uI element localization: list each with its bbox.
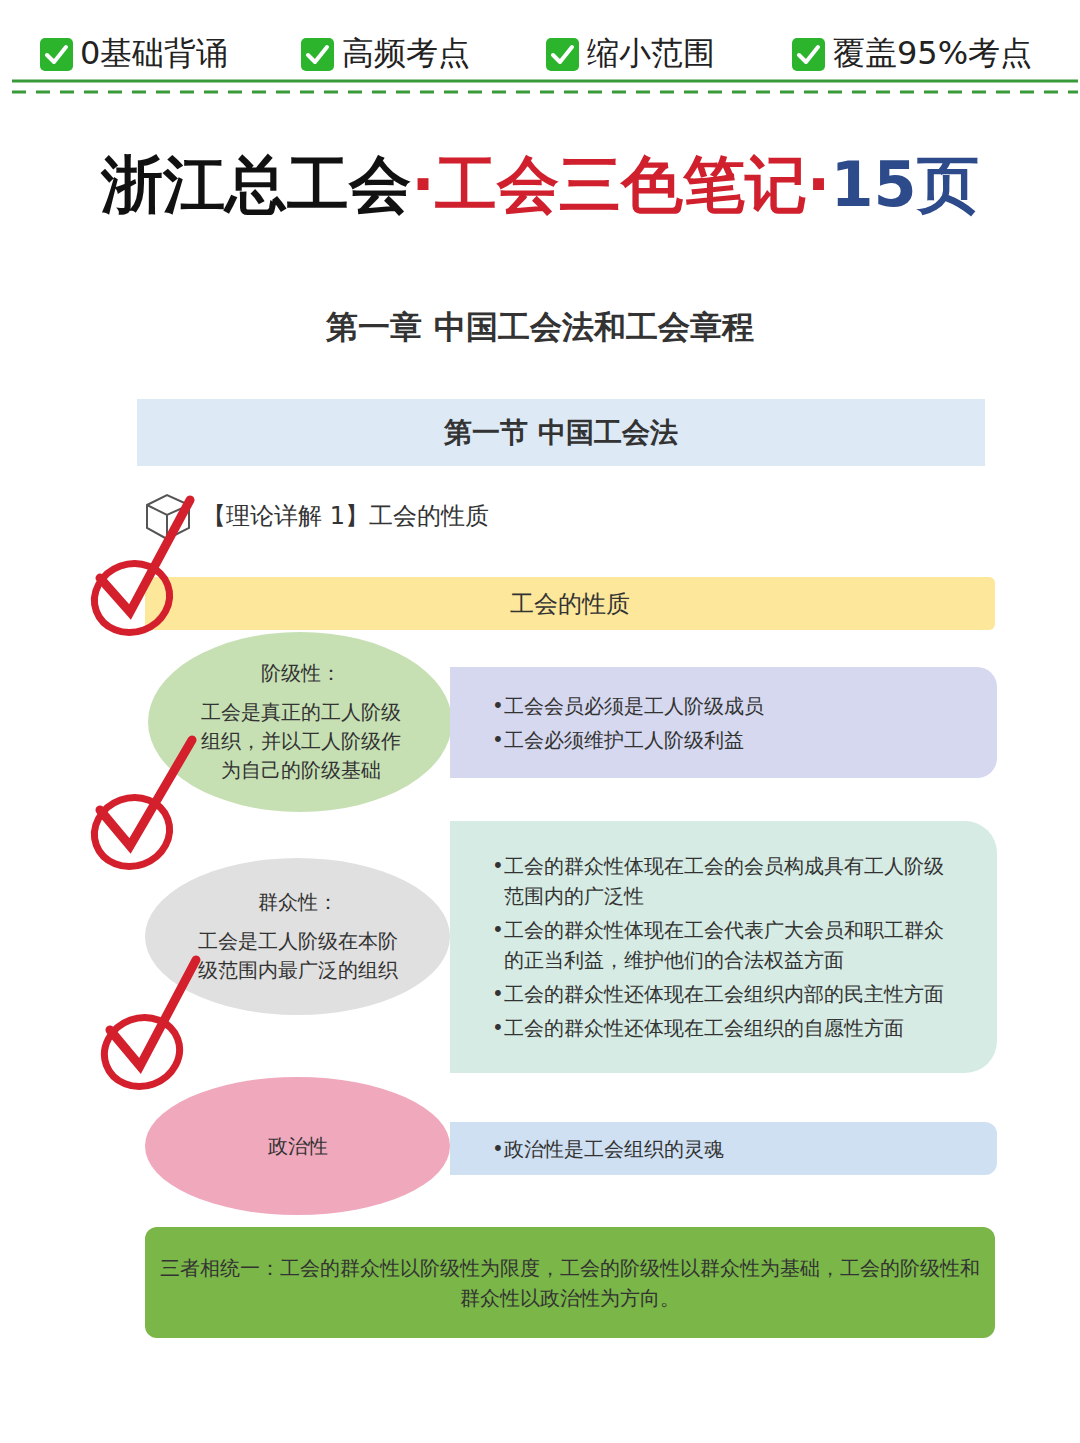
text-holder: •工会会员必须是工人阶级成员 •工会必须维护工人阶级利益 — [450, 667, 997, 778]
node-text: •工会的群众性体现在工会代表广大会员和职工群众的正当利益，维护他们的合法权益方面 — [492, 915, 947, 975]
node-heading: 群众性： — [194, 888, 401, 917]
node-text: •工会会员必须是工人阶级成员 — [492, 691, 955, 721]
title-row: 浙江总工会·工会三色笔记·15页 — [0, 148, 1080, 222]
text-holder: •工会的群众性体现在工会的会员构成具有工人阶级范围内的广泛性•工会的群众性体现在… — [450, 821, 997, 1073]
heading-text: 第一章 中国工会法和工会章程 — [0, 308, 1080, 346]
title-part: 浙江总工会 — [101, 148, 411, 222]
node-heading: 阶级性： — [197, 659, 404, 688]
category-ellipse: 政治性 — [145, 1077, 450, 1215]
text-holder: 政治性 — [194, 1077, 401, 1215]
node-text: 第一节 中国工会法 — [157, 412, 965, 454]
text-holder: •政治性是工会组织的灵魂 — [450, 1122, 997, 1175]
detail-box: •工会会员必须是工人阶级成员 •工会必须维护工人阶级利益 — [450, 667, 997, 778]
node-text: •政治性是工会组织的灵魂 — [492, 1134, 955, 1164]
summary-band: 三者相统一：工会的群众性以阶级性为限度，工会的阶级性以群众性为基础，工会的阶级性… — [145, 1227, 995, 1338]
node-text: 三者相统一：工会的群众性以阶级性为限度，工会的阶级性以群众性为基础，工会的阶级性… — [159, 1253, 981, 1313]
node-text: •工会的群众性体现在工会的会员构成具有工人阶级范围内的广泛性 — [492, 851, 947, 911]
text-holder: 三者相统一：工会的群众性以阶级性为限度，工会的阶级性以群众性为基础，工会的阶级性… — [145, 1227, 995, 1338]
detail-box: •工会的群众性体现在工会的会员构成具有工人阶级范围内的广泛性•工会的群众性体现在… — [450, 821, 997, 1073]
node-text: •工会必须维护工人阶级利益 — [492, 725, 955, 755]
title-part: 15页 — [830, 148, 978, 222]
category-ellipse: 阶级性： 工会是真正的工人阶级组织，并以工人阶级作为自己的阶级基础 — [148, 632, 452, 812]
badge-text: 高频考点 — [342, 34, 470, 72]
node-text: •工会的群众性还体现在工会组织内部的民主性方面 — [492, 979, 947, 1009]
badge-text: 0基础背诵 — [80, 34, 228, 72]
badge-text: 缩小范围 — [587, 34, 715, 72]
text-holder: 阶级性： 工会是真正的工人阶级组织，并以工人阶级作为自己的阶级基础 — [197, 632, 404, 812]
text-holder: 第一节 中国工会法 — [137, 399, 985, 466]
dashed-rule — [12, 91, 1078, 94]
text-holder: 工会的性质 — [145, 577, 995, 630]
cube-icon — [147, 495, 189, 539]
rule-line — [12, 80, 1078, 83]
title-part: ·工会三色笔记· — [411, 148, 830, 222]
topic-band: 工会的性质 — [145, 577, 995, 630]
node-text: 政治性 — [194, 1132, 401, 1161]
node-text: 工会是工人阶级在本阶级范围内最广泛的组织 — [194, 927, 401, 985]
text-holder: 群众性： 工会是工人阶级在本阶级范围内最广泛的组织 — [194, 858, 401, 1015]
node-text: 工会是真正的工人阶级组织，并以工人阶级作为自己的阶级基础 — [197, 698, 404, 785]
node-text: 工会的性质 — [165, 586, 975, 622]
node-text: •工会的群众性还体现在工会组织的自愿性方面 — [492, 1013, 947, 1043]
heading-text: 【理论详解 1】工会的性质 — [202, 502, 489, 531]
section-band: 第一节 中国工会法 — [137, 399, 985, 466]
category-ellipse: 群众性： 工会是工人阶级在本阶级范围内最广泛的组织 — [145, 858, 450, 1015]
badge-text: 覆盖95%考点 — [833, 34, 1032, 72]
detail-box: •政治性是工会组织的灵魂 — [450, 1122, 997, 1175]
